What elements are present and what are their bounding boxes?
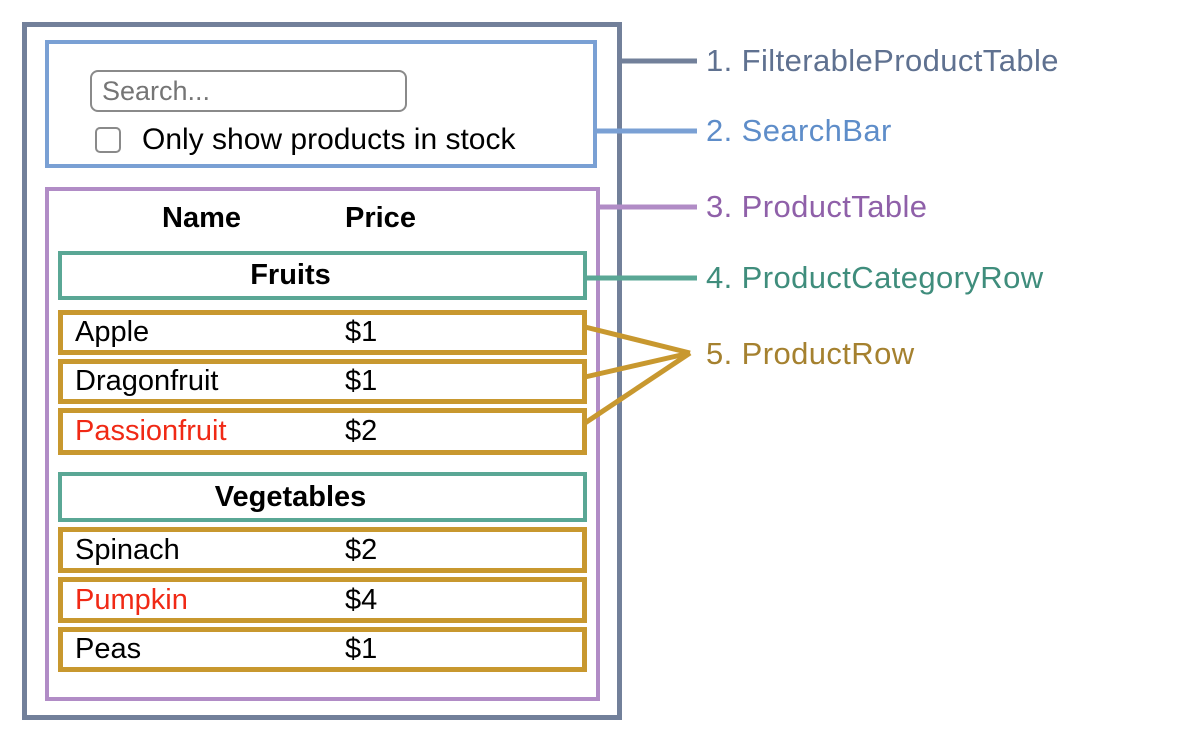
product-row-pumpkin: Pumpkin $4 xyxy=(58,577,587,623)
legend-item-product-row: 5. ProductRow xyxy=(706,336,915,371)
category-label: Fruits xyxy=(250,259,331,291)
product-price: $4 xyxy=(345,583,378,616)
product-name: Peas xyxy=(75,633,142,665)
legend-item-product-table: 3. ProductTable xyxy=(706,189,928,224)
legend-item-filterable-product-table: 1. FilterableProductTable xyxy=(706,43,1059,78)
table-header-row: Name Price xyxy=(58,196,587,240)
product-name: Apple xyxy=(75,316,150,348)
search-bar-box xyxy=(45,40,597,168)
product-category-row-vegetables: Vegetables xyxy=(58,472,587,522)
search-input[interactable] xyxy=(90,70,407,112)
legend-item-search-bar: 2. SearchBar xyxy=(706,113,892,148)
product-name: Dragonfruit xyxy=(75,365,219,397)
product-table-box xyxy=(45,187,600,701)
in-stock-checkbox-label[interactable]: Only show products in stock xyxy=(142,123,516,156)
in-stock-checkbox[interactable] xyxy=(95,127,121,153)
product-name: Pumpkin xyxy=(75,583,188,616)
category-label: Vegetables xyxy=(214,480,367,513)
product-name: Passionfruit xyxy=(75,415,227,447)
product-price: $2 xyxy=(345,533,378,566)
product-row-apple: Apple $1 xyxy=(58,310,587,355)
product-price: $2 xyxy=(345,415,378,447)
product-price: $1 xyxy=(345,365,378,397)
product-row-spinach: Spinach $2 xyxy=(58,527,587,573)
product-row-dragonfruit: Dragonfruit $1 xyxy=(58,359,587,404)
column-header-price: Price xyxy=(345,201,416,234)
product-price: $1 xyxy=(345,633,378,665)
product-price: $1 xyxy=(345,316,378,348)
legend-item-product-category-row: 4. ProductCategoryRow xyxy=(706,260,1044,295)
product-row-peas: Peas $1 xyxy=(58,627,587,672)
product-row-passionfruit: Passionfruit $2 xyxy=(58,408,587,455)
column-header-name: Name xyxy=(162,201,241,234)
product-category-row-fruits: Fruits xyxy=(58,251,587,300)
product-name: Spinach xyxy=(75,533,180,566)
in-stock-filter: Only show products in stock xyxy=(95,122,516,158)
